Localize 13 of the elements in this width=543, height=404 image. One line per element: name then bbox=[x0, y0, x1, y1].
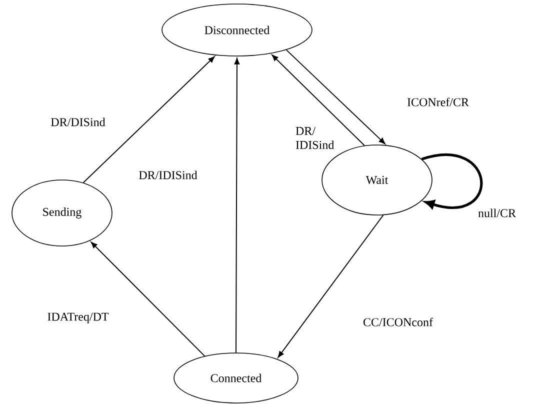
edge-label: IDATreq/DT bbox=[46, 312, 110, 324]
edge-label: DR/IDISind bbox=[138, 170, 198, 180]
edge-label: null/CR bbox=[477, 208, 517, 218]
arrow bbox=[90, 242, 206, 357]
edge-label: ICONref/CR bbox=[406, 96, 470, 108]
arrow bbox=[421, 154, 483, 209]
arrow bbox=[278, 214, 384, 358]
arrow bbox=[286, 49, 386, 144]
edge-label: DR/DISind bbox=[50, 116, 106, 128]
arrow bbox=[272, 54, 365, 146]
arrow bbox=[82, 56, 215, 184]
edge-label: CC/ICONconf bbox=[362, 316, 434, 328]
arrow bbox=[234, 58, 240, 354]
